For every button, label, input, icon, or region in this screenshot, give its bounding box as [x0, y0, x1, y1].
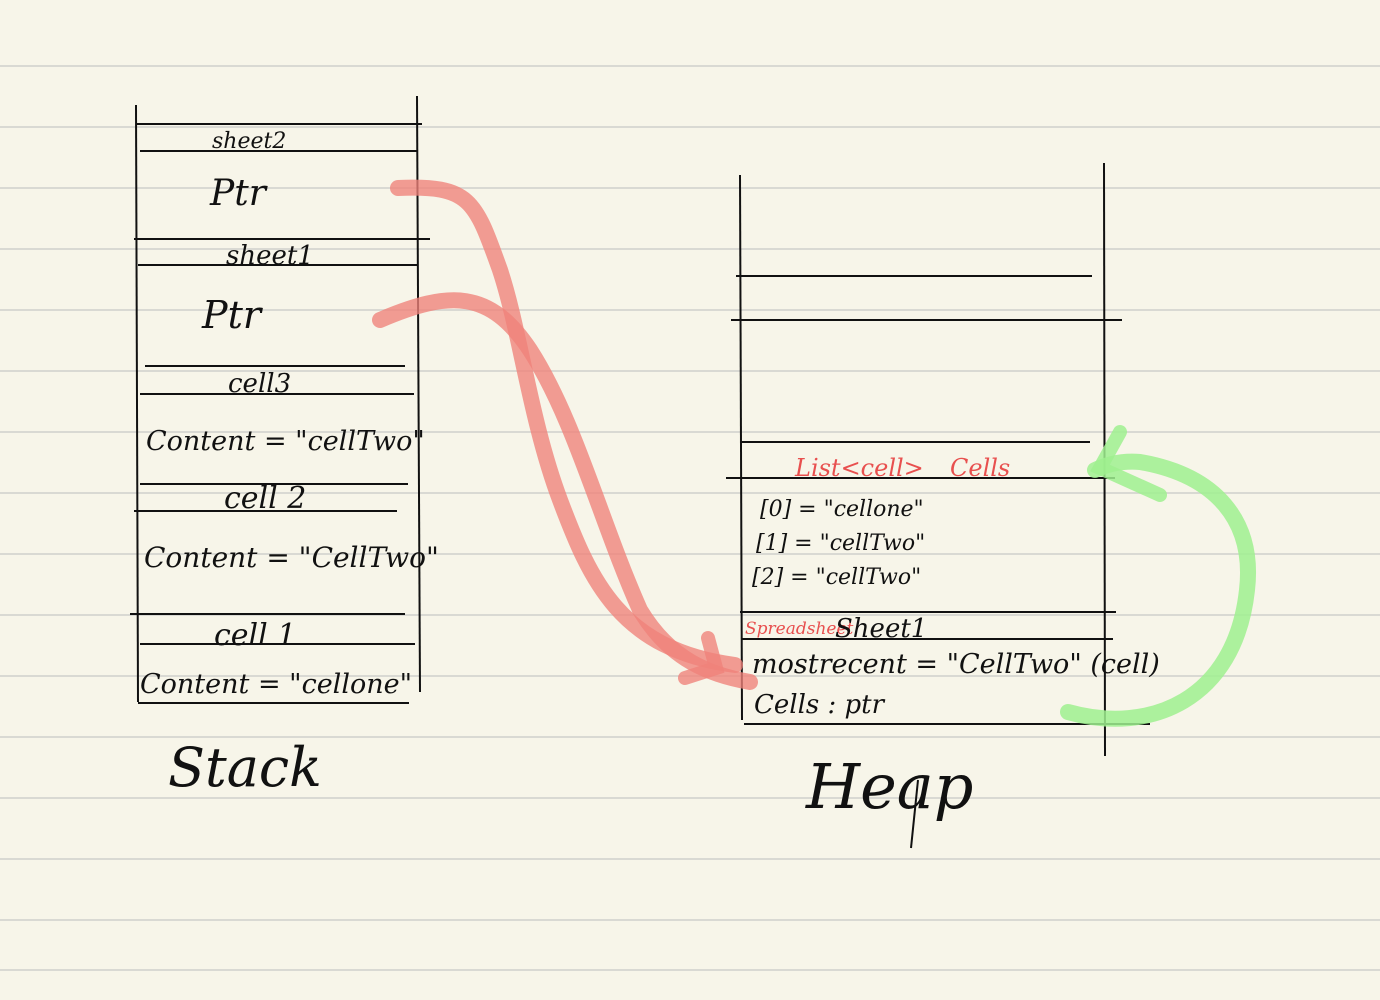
stack-box [130, 95, 430, 704]
heap-caption-descender [910, 779, 919, 849]
stack-frame-name-3: cell 2 [224, 481, 306, 516]
list-type-label: List<cell> [794, 454, 924, 482]
stack-frame-name-4: cell 1 [214, 618, 296, 653]
list-name-label: Cells [950, 454, 1010, 482]
stack-caption: Stack [168, 736, 322, 799]
stack-frame-field-3: Content = "CellTwo" [144, 541, 439, 574]
cells-arrowhead-mark [1090, 425, 1167, 502]
object-type-label: Spreadsheet [745, 619, 854, 639]
stack-frame-field-2: Content = "cellTwo" [146, 426, 425, 457]
list-item-2: [2] = "cellTwo" [752, 565, 921, 590]
cells-pointer-arrow [1060, 453, 1256, 727]
heap-arrowhead-mark [678, 631, 725, 685]
stack-frame-name-2: cell3 [228, 369, 291, 399]
list-item-1: [1] = "cellTwo" [756, 531, 925, 556]
stack-frame-name-0: sheet2 [212, 129, 286, 154]
stack-frame-name-1: sheet1 [226, 241, 314, 271]
heap-caption: Heap [805, 750, 973, 823]
stack-frame-field-1: Ptr [201, 293, 264, 337]
stack-frame-field-0: Ptr [209, 173, 268, 214]
sheet2-pointer-arrow [390, 179, 743, 673]
object-name-label: Sheet1 [835, 614, 927, 644]
stack-frame-field-4: Content = "cellone" [140, 669, 412, 700]
ruled-lines [0, 65, 1380, 971]
sheet1-pointer-arrow [372, 292, 758, 690]
cells-pointer-field: Cells : ptr [754, 690, 886, 720]
most-recent-field: mostrecent = "CellTwo" (cell) [752, 649, 1160, 680]
list-item-0: [0] = "cellone" [760, 497, 924, 522]
